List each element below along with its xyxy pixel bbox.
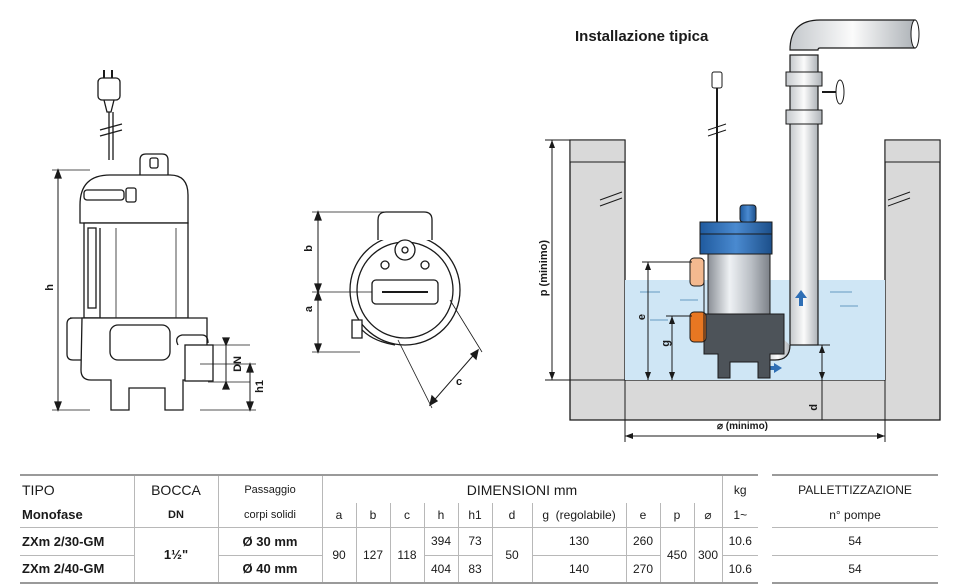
header-monofase: Monofase (22, 507, 83, 523)
row2-g: 140 (531, 555, 626, 583)
spec-table: TIPO BOCCA Passaggio DIMENSIONI mm kg Mo… (20, 474, 758, 584)
row2-model: ZXm 2/40-GM (22, 561, 105, 577)
header-dimensioni: DIMENSIONI mm (321, 475, 722, 503)
dim-label-h: h (44, 284, 56, 291)
row2-kg: 10.6 (721, 555, 758, 583)
header-corpi-solidi: corpi solidi (217, 503, 322, 527)
installation-diagram (545, 19, 941, 442)
shared-d: 50 (491, 527, 532, 583)
shared-bocca: 1½" (133, 527, 218, 583)
row1-model: ZXm 2/30-GM (22, 533, 105, 549)
shared-c: 118 (389, 527, 424, 583)
row2-solids: Ø 40 mm (217, 555, 322, 583)
pallet-row1: 54 (848, 534, 862, 548)
dim-label-a: a (303, 306, 315, 313)
col-p: p (659, 503, 694, 527)
dim-label-e: e (636, 314, 648, 321)
header-passaggio: Passaggio (217, 475, 322, 503)
shared-b: 127 (355, 527, 390, 583)
dim-label-c: c (456, 376, 463, 388)
dim-label-dn: DN (232, 356, 244, 372)
col-d: d (491, 503, 532, 527)
pump-top-view (312, 210, 483, 409)
row2-h1: 83 (457, 555, 492, 583)
header-dn: DN (133, 503, 218, 527)
pallet-table: PALLETTIZZAZIONE n° pompe 54 54 (772, 474, 938, 584)
pallet-row2: 54 (848, 561, 862, 576)
col-diam: ⌀ (693, 503, 722, 527)
installation-title: Installazione tipica (575, 28, 709, 45)
pump-side-view (52, 70, 256, 412)
drawings-svg (52, 19, 941, 442)
technical-drawings: Installazione tipica h DN h1 b a c p (mi… (44, 19, 941, 442)
shared-p: 450 (659, 527, 694, 583)
header-kg: kg (721, 475, 758, 503)
col-b: b (355, 503, 390, 527)
col-h1: h1 (457, 503, 492, 527)
row1-kg: 10.6 (721, 527, 758, 555)
col-c: c (389, 503, 424, 527)
row1-e: 260 (625, 527, 660, 555)
row1-g: 130 (531, 527, 626, 555)
dim-label-b: b (303, 245, 315, 252)
col-a: a (321, 503, 356, 527)
col-phase: 1~ (721, 503, 758, 527)
row1-h1: 73 (457, 527, 492, 555)
shared-a: 90 (321, 527, 356, 583)
dim-label-width: ⌀ (minimo) (717, 421, 769, 432)
pallet-subtitle: n° pompe (829, 507, 881, 522)
shared-diam: 300 (693, 527, 722, 583)
table-row: ZXm 2/40-GM Ø 40 mm 404 83 140 270 10.6 (20, 555, 758, 583)
row1-solids: Ø 30 mm (217, 527, 322, 555)
dim-label-p: p (minimo) (538, 240, 550, 297)
col-h: h (423, 503, 458, 527)
row2-e: 270 (625, 555, 660, 583)
dim-label-d: d (808, 404, 820, 411)
col-g: g (regolabile) (531, 503, 626, 527)
header-tipo: TIPO (22, 481, 55, 498)
pallet-title: PALLETTIZZAZIONE (798, 482, 912, 497)
dim-label-h1: h1 (254, 380, 266, 393)
table-row: ZXm 2/30-GM 1½" Ø 30 mm 90 127 118 394 7… (20, 527, 758, 583)
row1-h: 394 (423, 527, 458, 555)
dim-label-g: g (660, 340, 672, 347)
header-bocca: BOCCA (133, 475, 218, 503)
row2-h: 404 (423, 555, 458, 583)
col-e: e (625, 503, 660, 527)
